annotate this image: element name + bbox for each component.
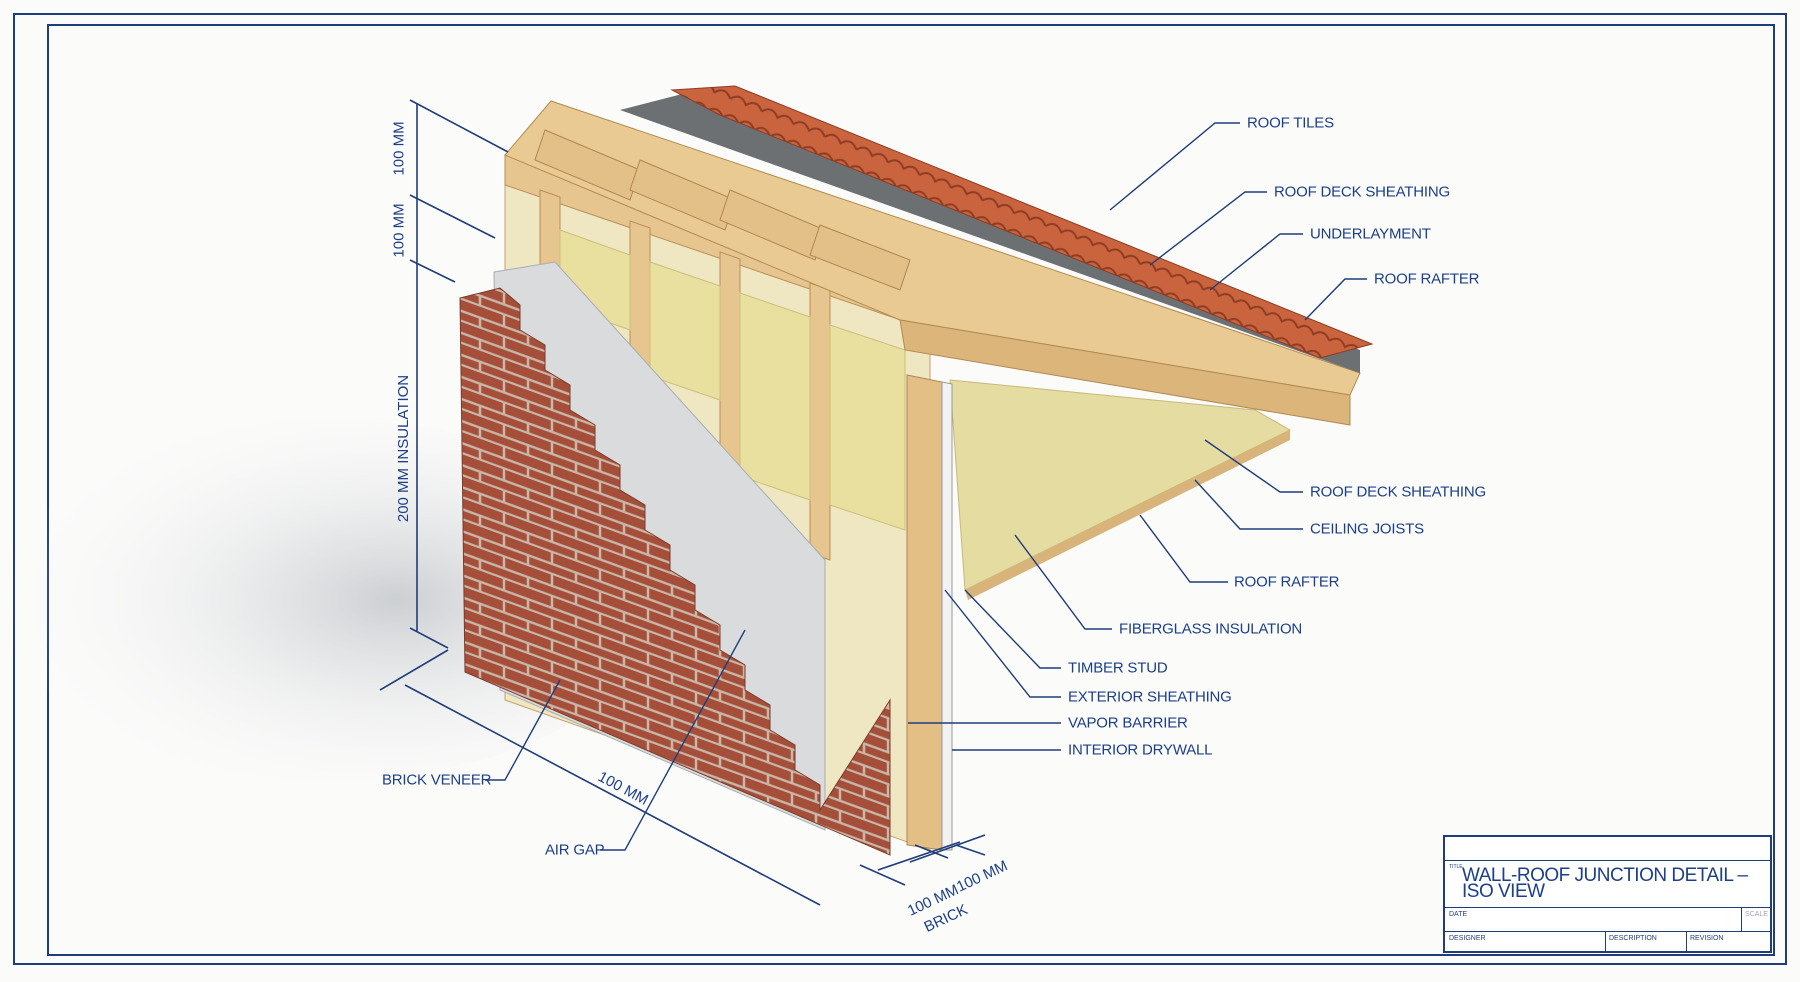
label-exterior-sheathing: EXTERIOR SHEATHING — [1068, 688, 1232, 706]
ceiling-joist-edge — [965, 430, 1290, 600]
label-roof-rafter-lower: ROOF RAFTER — [1234, 573, 1340, 591]
label-fiberglass-insulation: FIBERGLASS INSULATION — [1119, 620, 1303, 638]
label-roof-tiles: ROOF TILES — [1247, 114, 1334, 132]
scale-field: SCALE — [1745, 911, 1768, 918]
label-ceiling-joists: CEILING JOISTS — [1310, 520, 1424, 538]
inner-border — [47, 24, 1775, 956]
leader-lines — [485, 122, 1367, 851]
label-timber-stud: TIMBER STUD — [1068, 659, 1168, 677]
designer-field: DESIGNER — [1449, 935, 1486, 942]
label-roof-deck-sheathing: ROOF DECK SHEATHING — [1274, 183, 1450, 201]
roof-tiles — [670, 85, 1374, 359]
revision-field: REVISION — [1690, 935, 1724, 942]
outer-border — [13, 13, 1787, 965]
dim-second-100mm: 100 MM — [390, 203, 408, 258]
dim-top-100mm: 100 MM — [390, 121, 408, 176]
title-block: TITLE WALL-ROOF JUNCTION DETAIL –ISO VIE… — [1443, 835, 1772, 953]
interior-drywall — [941, 381, 953, 851]
date-field: DATE — [1449, 911, 1468, 918]
underlayment — [620, 92, 1360, 373]
label-interior-drywall: INTERIOR DRYWALL — [1068, 741, 1213, 759]
description-field: DESCRIPTION — [1609, 935, 1657, 942]
drawing-title: WALL-ROOF JUNCTION DETAIL –ISO VIEW — [1462, 865, 1748, 902]
ceiling-insulation — [949, 379, 1292, 591]
timber-stud — [906, 374, 943, 851]
brick-veneer — [459, 287, 891, 856]
label-brick-veneer: BRICK VENEER — [382, 771, 492, 789]
title-caption: TITLE — [1449, 864, 1463, 870]
label-vapor-barrier: VAPOR BARRIER — [1068, 714, 1188, 732]
label-underlayment: UNDERLAYMENT — [1310, 225, 1431, 243]
wall-insulation — [559, 229, 906, 531]
dim-200mm-insulation: 200 MM INSULATION — [395, 374, 413, 523]
roof-rafters-inner — [534, 129, 911, 291]
label-roof-deck-sheathing-lower: ROOF DECK SHEATHING — [1310, 483, 1486, 501]
dimension-lines — [379, 99, 986, 906]
label-air-gap: AIR GAP — [545, 841, 605, 859]
label-roof-rafter: ROOF RAFTER — [1374, 270, 1480, 288]
fascia-rafter — [899, 319, 1351, 426]
